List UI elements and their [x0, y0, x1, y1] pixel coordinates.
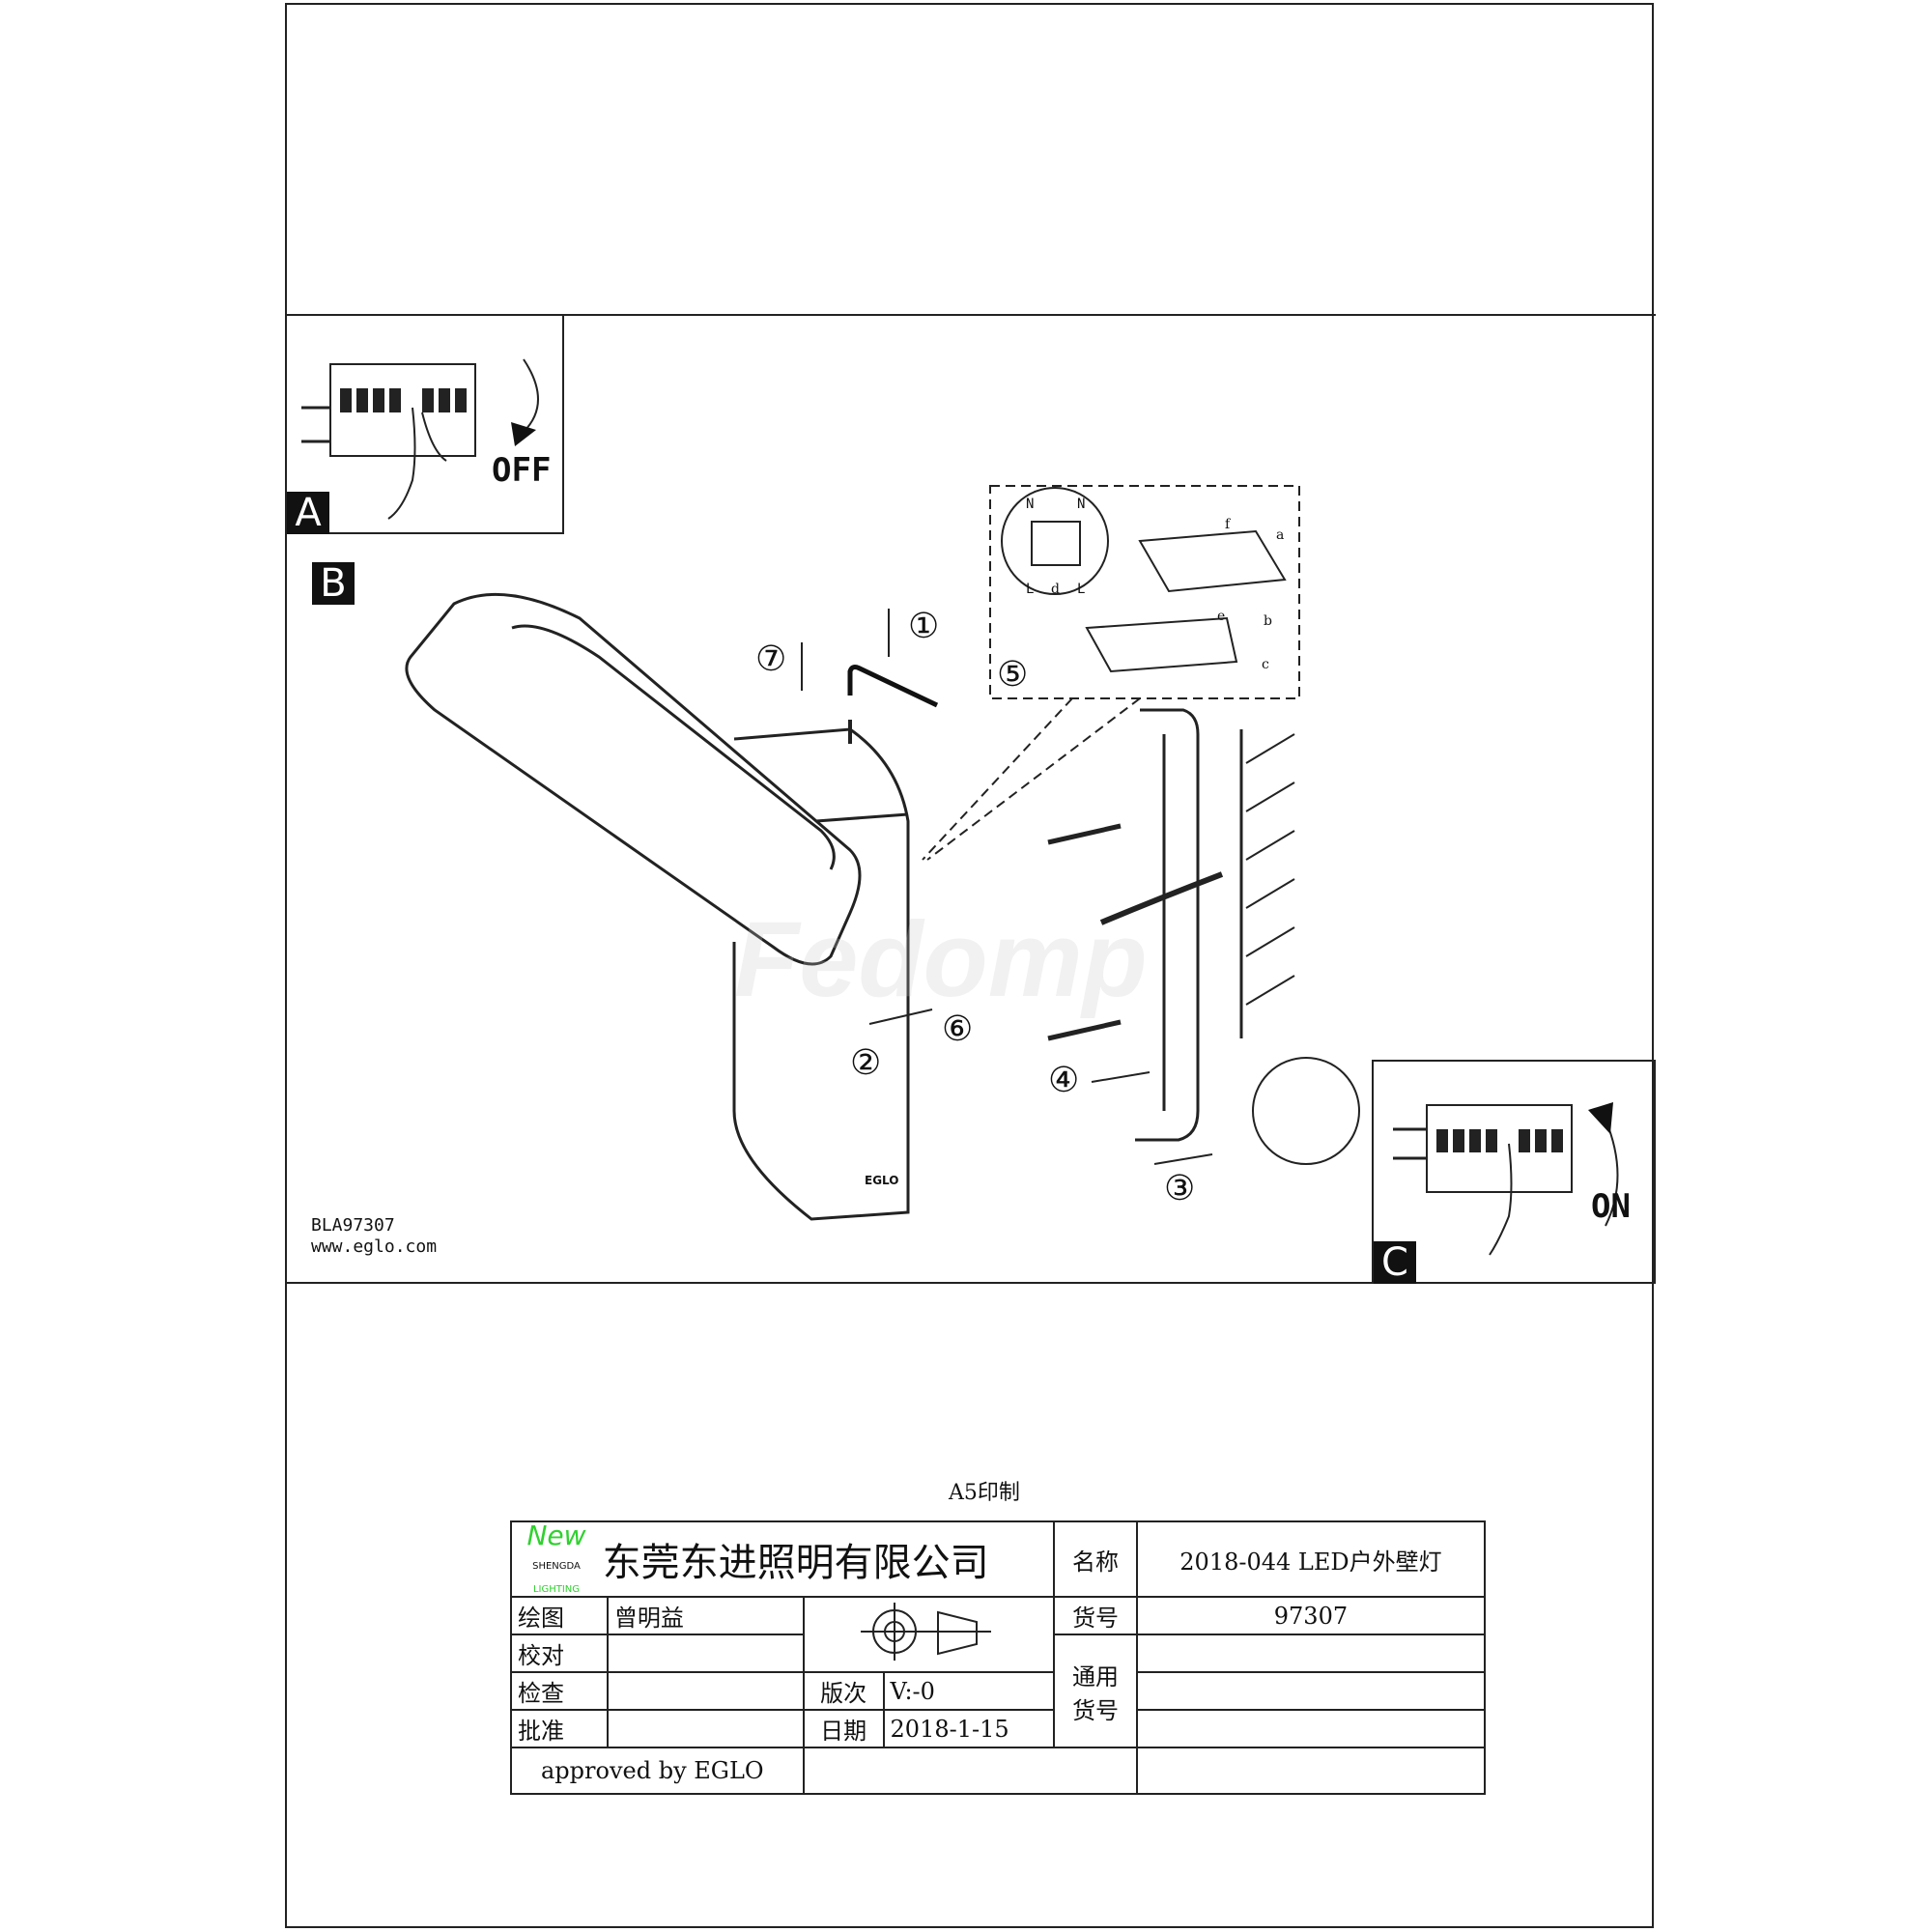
approved-by: approved by EGLO [510, 1747, 805, 1795]
step-3: ③ [1164, 1169, 1196, 1208]
panel-c-tag: C [1374, 1241, 1416, 1284]
step-1: ① [908, 607, 940, 646]
drawn-label: 绘图 [510, 1596, 609, 1635]
drawn-value: 曾明益 [606, 1596, 805, 1635]
part-e: e [1217, 609, 1226, 624]
common-item-label: 通用货号 [1053, 1634, 1138, 1748]
wiring-detail-box [989, 485, 1300, 699]
projection-symbol-cell [802, 1596, 1056, 1673]
approve-value [606, 1709, 805, 1748]
check-value [606, 1634, 805, 1673]
hex-key [847, 665, 939, 708]
step-4: ④ [1048, 1061, 1080, 1100]
wall-screw-top [1047, 823, 1122, 845]
doc-code: BLA97307 [311, 1215, 395, 1236]
mounting-bracket [1135, 708, 1200, 1142]
step-2: ② [850, 1043, 882, 1083]
website: www.eglo.com [311, 1236, 438, 1257]
page-frame [285, 3, 1654, 1928]
panel-c-power-on: ON C [1372, 1060, 1656, 1284]
common-item-value-1 [1135, 1634, 1487, 1673]
version-label: 版次 [802, 1671, 885, 1711]
panel-a-power-off: OFF A [285, 314, 564, 534]
check-label: 校对 [510, 1634, 609, 1673]
terminal-detail-circle [1001, 487, 1109, 595]
common-item-value-2 [1135, 1671, 1487, 1711]
title-block: New SHENGDA LIGHTING 东莞东进照明有限公司 名称 2018-… [509, 1520, 1487, 1795]
company-logo: New SHENGDA LIGHTING [518, 1522, 595, 1596]
breaker-on-illustration [1393, 1102, 1619, 1256]
panel-a-tag: A [287, 492, 329, 534]
wire-l-left: L [1026, 582, 1035, 597]
name-value: 2018-044 LED户外壁灯 [1135, 1520, 1487, 1598]
breaker-off-illustration [301, 358, 539, 520]
part-b: b [1264, 613, 1272, 629]
name-label: 名称 [1053, 1520, 1138, 1598]
company-name: 东莞东进照明有限公司 [602, 1541, 989, 1585]
eglo-logo: EGLO [865, 1174, 899, 1187]
logo-word: New [526, 1520, 586, 1551]
wall-plug-detail [1252, 1057, 1360, 1165]
date-label: 日期 [802, 1709, 885, 1748]
part-a: a [1276, 527, 1285, 543]
step-6: ⑥ [942, 1009, 974, 1049]
projection-symbol-icon [861, 1603, 992, 1661]
divider-bottom [285, 1282, 1656, 1284]
watermark: Fedomp [734, 900, 1148, 1019]
inspect-value [606, 1671, 805, 1711]
step-5: ⑤ [997, 655, 1029, 695]
on-label: ON [1591, 1187, 1631, 1226]
print-note: A5印制 [949, 1481, 1020, 1505]
logo-line2: LIGHTING [532, 1584, 581, 1595]
wire-n-left: N [1026, 497, 1035, 512]
lamp-body [732, 727, 910, 1221]
part-f: f [1225, 517, 1231, 532]
wire-n-right: N [1077, 497, 1086, 512]
panel-b-tag: B [312, 562, 355, 605]
wall-screw-bottom [1047, 1019, 1122, 1041]
item-no-label: 货号 [1053, 1596, 1138, 1635]
divider-top [285, 314, 1656, 316]
approve-label: 批准 [510, 1709, 609, 1748]
wire-l-right: L [1077, 582, 1086, 597]
part-c: c [1262, 657, 1269, 672]
off-label: OFF [492, 451, 552, 490]
item-no-value: 97307 [1135, 1596, 1487, 1635]
date-value: 2018-1-15 [882, 1709, 1056, 1748]
step-7: ⑦ [755, 639, 787, 679]
company-cell: New SHENGDA LIGHTING 东莞东进照明有限公司 [509, 1520, 1056, 1598]
logo-line1: SHENGDA [532, 1561, 581, 1572]
mains-cable [1099, 871, 1224, 925]
blank-cell-1 [802, 1747, 1138, 1795]
lamp-ring [405, 592, 862, 966]
part-d: d [1051, 582, 1060, 597]
version-value: V:-0 [882, 1671, 1056, 1711]
junction-box [1085, 616, 1238, 673]
junction-box-lid [1138, 529, 1287, 593]
common-item-value-3 [1135, 1709, 1487, 1748]
blank-cell-2 [1135, 1747, 1487, 1795]
inspect-label: 检查 [510, 1671, 609, 1711]
